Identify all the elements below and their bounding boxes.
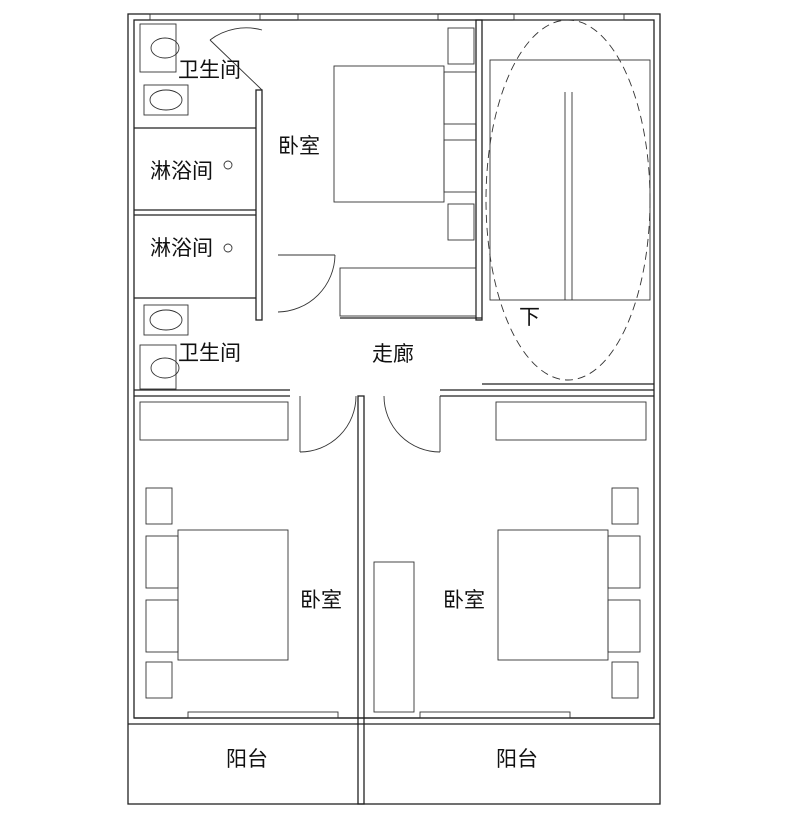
label-bedroom-top: 卧室 (278, 134, 320, 158)
bed-left (145, 487, 289, 699)
wardrobe-top (339, 267, 477, 317)
doors (209, 27, 441, 453)
staircase (485, 19, 651, 381)
wardrobe-left (139, 401, 289, 441)
bed-right (497, 487, 641, 699)
exterior-walls (127, 13, 661, 805)
label-shower-top: 淋浴间 (150, 159, 213, 183)
label-shower-bottom: 淋浴间 (150, 236, 213, 260)
bottom-windows (187, 711, 571, 719)
bed-top (333, 27, 477, 241)
label-corridor: 走廊 (372, 342, 414, 366)
bathroom-fixtures (139, 23, 233, 390)
top-windows (149, 13, 625, 21)
interior-walls (134, 19, 654, 805)
label-toilet-top: 卫生间 (178, 58, 241, 82)
label-stairs-down: 下 (519, 305, 540, 329)
label-bedroom-right: 卧室 (443, 588, 485, 612)
wardrobe-center (373, 561, 415, 713)
label-toilet-bottom: 卫生间 (178, 341, 241, 365)
label-balcony-left: 阳台 (226, 747, 268, 771)
room-labels: 卫生间 淋浴间 淋浴间 卫生间 卧室 走廊 下 卧室 卧室 阳台 阳台 (150, 58, 540, 771)
label-balcony-right: 阳台 (496, 747, 538, 771)
wardrobe-right (495, 401, 647, 441)
label-bedroom-left: 卧室 (300, 588, 342, 612)
